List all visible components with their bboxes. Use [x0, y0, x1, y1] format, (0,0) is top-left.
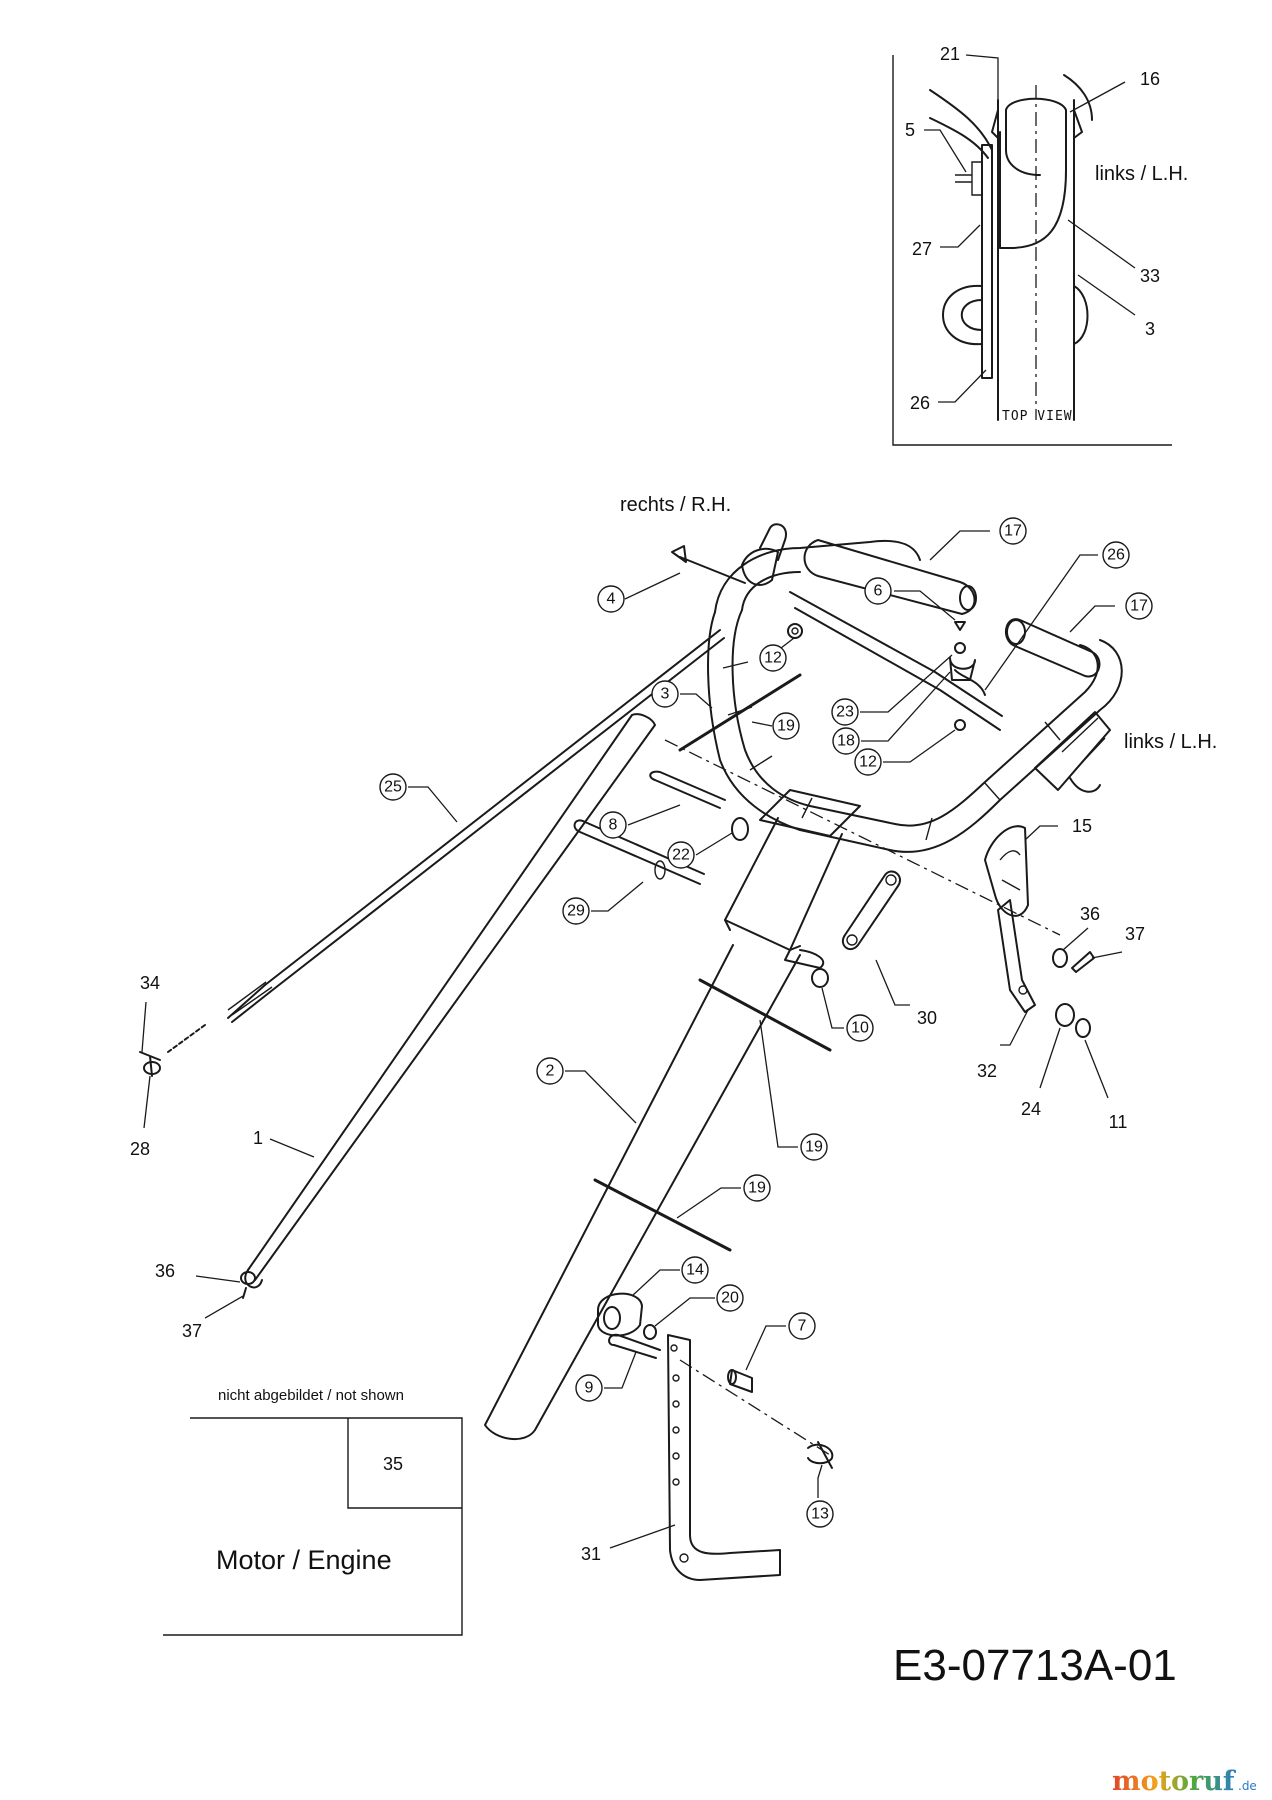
svg-text:19: 19 — [777, 718, 795, 735]
svg-text:7: 7 — [798, 1318, 807, 1335]
callout-12-lower: 12 — [854, 748, 882, 776]
callout-34: 34 — [140, 973, 160, 993]
callout-26: 26 — [1102, 541, 1130, 569]
svg-text:20: 20 — [721, 1290, 739, 1307]
svg-text:2: 2 — [546, 1063, 555, 1080]
inset-left-label: links / L.H. — [1095, 163, 1188, 185]
inset-callout-5: 5 — [905, 120, 915, 140]
callout-17-right: 17 — [999, 517, 1027, 545]
svg-text:9: 9 — [585, 1380, 594, 1397]
callout-13: 13 — [806, 1500, 834, 1528]
callout-20: 20 — [716, 1284, 744, 1312]
callout-24: 24 — [1021, 1099, 1041, 1119]
svg-text:19: 19 — [748, 1180, 766, 1197]
svg-text:26: 26 — [1107, 547, 1125, 564]
top-view-caption: TOP VIEW — [1002, 409, 1073, 424]
callout-8: 8 — [599, 811, 627, 839]
callout-36-left: 36 — [155, 1261, 175, 1281]
callout-10: 10 — [846, 1014, 874, 1042]
watermark-logo: motoruf .de — [1112, 1766, 1257, 1797]
svg-text:12: 12 — [859, 754, 877, 771]
svg-text:4: 4 — [607, 591, 616, 608]
callout-36-right: 36 — [1080, 904, 1100, 924]
watermark-brand: motoruf — [1112, 1766, 1237, 1797]
not-shown-part-35: 35 — [383, 1454, 403, 1474]
callout-29: 29 — [562, 897, 590, 925]
diagram-code: E3-07713A-01 — [893, 1641, 1177, 1690]
watermark-tld: .de — [1238, 1779, 1257, 1793]
inset-callout-3: 3 — [1145, 319, 1155, 339]
not-shown-box: nicht abgebildet / not shown 35 Motor / … — [163, 1387, 463, 1636]
callout-19-lower: 19 — [743, 1174, 771, 1202]
svg-text:19: 19 — [805, 1139, 823, 1156]
left-side-label: links / L.H. — [1124, 731, 1217, 753]
callout-1: 1 — [253, 1128, 263, 1148]
callout-22: 22 — [667, 841, 695, 869]
inset-callout-26: 26 — [910, 393, 930, 413]
svg-text:13: 13 — [811, 1506, 829, 1523]
svg-text:17: 17 — [1004, 523, 1022, 540]
callout-18: 18 — [832, 727, 860, 755]
callout-7: 7 — [788, 1312, 816, 1340]
callout-14: 14 — [681, 1256, 709, 1284]
callout-12-upper: 12 — [759, 644, 787, 672]
callout-32: 32 — [977, 1061, 997, 1081]
svg-text:22: 22 — [672, 847, 690, 864]
callout-19-middle: 19 — [800, 1133, 828, 1161]
callout-31: 31 — [581, 1544, 601, 1564]
inset-callout-21: 21 — [940, 44, 960, 64]
svg-text:10: 10 — [851, 1020, 869, 1037]
callout-37-right: 37 — [1125, 924, 1145, 944]
not-shown-caption: nicht abgebildet / not shown — [218, 1387, 404, 1404]
callout-30: 30 — [917, 1008, 937, 1028]
callout-25: 25 — [379, 773, 407, 801]
svg-text:17: 17 — [1130, 598, 1148, 615]
callout-37-left: 37 — [182, 1321, 202, 1341]
svg-text:6: 6 — [874, 583, 883, 600]
callout-9: 9 — [575, 1374, 603, 1402]
callout-23: 23 — [831, 698, 859, 726]
callout-2: 2 — [536, 1057, 564, 1085]
svg-text:8: 8 — [609, 817, 618, 834]
inset-callout-27: 27 — [912, 239, 932, 259]
callouts: 4 17 26 17 6 12 23 18 12 3 19 25 — [130, 517, 1153, 1564]
svg-text:14: 14 — [686, 1262, 704, 1279]
right-side-label: rechts / R.H. — [620, 494, 731, 516]
svg-text:3: 3 — [661, 686, 670, 703]
callout-17-left: 17 — [1125, 592, 1153, 620]
svg-text:29: 29 — [567, 903, 585, 920]
svg-text:18: 18 — [837, 733, 855, 750]
callout-3: 3 — [651, 680, 679, 708]
main-assembly — [139, 523, 1123, 1581]
callout-28: 28 — [130, 1139, 150, 1159]
callout-19-upper: 19 — [772, 712, 800, 740]
engine-label: Motor / Engine — [216, 1545, 392, 1575]
top-view-inset: 21 16 5 27 33 3 26 TOP VIEW links / L.H. — [892, 44, 1188, 446]
svg-text:23: 23 — [836, 704, 854, 721]
callout-4: 4 — [597, 585, 625, 613]
callout-15: 15 — [1072, 816, 1092, 836]
callout-6: 6 — [864, 577, 892, 605]
inset-callout-33: 33 — [1140, 266, 1160, 286]
inset-callout-16: 16 — [1140, 69, 1160, 89]
callout-11: 11 — [1109, 1112, 1128, 1132]
svg-text:12: 12 — [764, 650, 782, 667]
svg-text:25: 25 — [384, 779, 402, 796]
